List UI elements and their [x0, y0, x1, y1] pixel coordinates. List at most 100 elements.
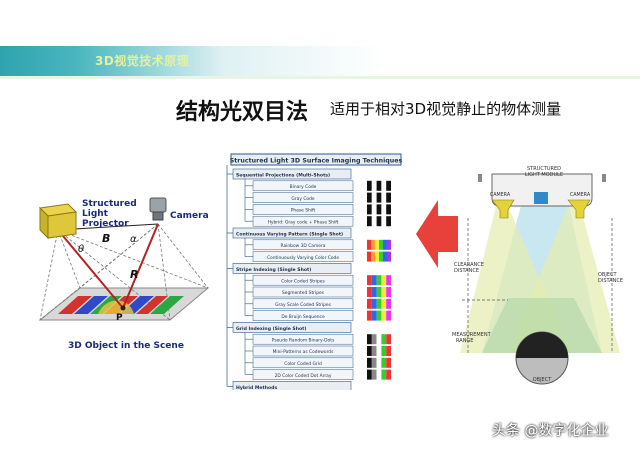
- pattern-thumbnail: [381, 216, 387, 227]
- tree-item-label: De Bruijn Sequence: [281, 314, 325, 320]
- tree-group-label: Stripe Indexing (Single Shot): [236, 267, 311, 273]
- projector-lens: [534, 192, 548, 204]
- pattern-thumbnail: [371, 204, 377, 215]
- tree-body: Sequential Projections (Multi-Shots) Bina…: [226, 165, 391, 390]
- tree-item-box: [252, 192, 354, 203]
- point-p: [120, 305, 126, 311]
- tree-group-box: [232, 227, 352, 239]
- pattern-thumbnail: [381, 346, 387, 356]
- measurement-label-1: MEASUREMENT: [452, 332, 492, 338]
- pattern-thumbnail: [376, 216, 382, 227]
- tree-item-box: [252, 286, 354, 298]
- projector-ray: [57, 229, 124, 309]
- pattern-thumbnail: [371, 334, 377, 345]
- pattern-thumbnail: [371, 275, 377, 286]
- pattern-thumbnail: [367, 310, 372, 321]
- pattern-thumbnail: [386, 180, 391, 191]
- tree-item-label: Binary Code: [290, 184, 317, 190]
- pattern-thumbnail: [383, 251, 387, 262]
- taxonomy-tree: Structured Light 3D Surface Imaging Tech…: [217, 152, 417, 390]
- object-label: OBJECT: [533, 377, 552, 383]
- camera-icon: [149, 197, 167, 221]
- pattern-thumbnail: [381, 310, 387, 321]
- pattern-thumbnail: [379, 251, 383, 262]
- measurement-label-2: RANGE: [456, 338, 473, 344]
- tree-item-box: [252, 345, 354, 357]
- b-label: B: [102, 232, 110, 245]
- tree-item-label: Gray Code: [291, 196, 314, 202]
- tree-group-label: Hybrid Methods: [236, 385, 277, 390]
- pattern-thumbnail: [371, 298, 377, 309]
- tree-item-label: 2D Color Coded Dot Array: [275, 373, 332, 379]
- pattern-thumbnail: [386, 298, 391, 309]
- tree-item-label: Hybrid: Gray code + Phase Shift: [268, 219, 339, 225]
- pattern-thumbnail: [375, 239, 379, 250]
- pattern-thumbnail: [367, 357, 372, 368]
- pattern-thumbnail: [367, 251, 371, 262]
- pattern-thumbnail: [376, 298, 382, 309]
- tree-item-box: [252, 215, 354, 227]
- pattern-thumbnail: [381, 275, 387, 286]
- tree-item-box: [252, 180, 354, 192]
- tree-item-label: Phase Shift: [291, 208, 316, 214]
- pattern-thumbnail: [387, 239, 391, 250]
- header-label: 3D视觉技术原理: [95, 54, 190, 68]
- pattern-thumbnail: [376, 310, 382, 321]
- tree-item-box: [252, 310, 354, 321]
- watermark: 头条 @数字化企业: [492, 423, 609, 439]
- pattern-thumbnail: [367, 180, 372, 191]
- pattern-thumbnail: [386, 334, 391, 345]
- tree-item-box: [252, 333, 354, 345]
- header-band: [0, 46, 640, 76]
- tree-group-label: Sequential Projections (Multi-Shots): [236, 172, 330, 178]
- object-distance-label-1: OBJECT: [598, 272, 617, 278]
- right-camera-icon: [567, 199, 591, 219]
- projector-label-3: Projector: [82, 219, 129, 229]
- pattern-thumbnail: [386, 287, 391, 297]
- pattern-thumbnail: [367, 216, 372, 227]
- pattern-thumbnail: [371, 216, 377, 227]
- pattern-thumbnail: [371, 369, 377, 380]
- camera-ray: [122, 223, 159, 309]
- pattern-thumbnail: [386, 310, 391, 321]
- pattern-thumbnail: [379, 239, 383, 250]
- clearance-label-2: DISTANCE: [454, 268, 479, 274]
- camera-label: Camera: [170, 211, 209, 221]
- tree-item-label: Rainbow 3D Camera: [281, 243, 326, 249]
- pattern-thumbnail: [386, 204, 391, 215]
- tree-item-box: [252, 357, 354, 369]
- tree-item-label: Segmented Stripes: [282, 290, 325, 296]
- pattern-thumbnail: [367, 192, 372, 203]
- tree-title-box: [230, 153, 402, 166]
- triangulation-diagram: Structured Light Projector Camera B R α …: [38, 197, 210, 351]
- pattern-thumbnail: [386, 369, 391, 380]
- pattern-thumbnail: [376, 192, 382, 203]
- p-label: P: [116, 313, 123, 323]
- tree-group-box: [232, 381, 352, 390]
- pattern-thumbnail: [376, 346, 382, 356]
- tree-group-box: [232, 168, 352, 180]
- pattern-thumbnail: [371, 287, 377, 297]
- pattern-thumbnail: [386, 275, 391, 286]
- object-distance-label-2: DISTANCE: [598, 278, 623, 284]
- object-shadow: [516, 332, 568, 358]
- pattern-thumbnail: [367, 369, 372, 380]
- pattern-thumbnail: [381, 369, 387, 380]
- clearance-label-1: CLEARANCE: [454, 262, 484, 268]
- stereo-setup-diagram: STRUCTURED LIGHT MODULE CAMERA CAMERA CL…: [452, 166, 623, 385]
- projector-label-1: Structured: [82, 199, 137, 209]
- pattern-thumbnail: [376, 275, 382, 286]
- pattern-thumbnail: [367, 334, 372, 345]
- pattern-thumbnail: [381, 204, 387, 215]
- tree-item-box: [252, 239, 354, 251]
- left-arrow-icon: [416, 200, 458, 268]
- page-title: 结构光双目法: [176, 100, 309, 125]
- pattern-thumbnail: [371, 310, 377, 321]
- pattern-thumbnail: [376, 357, 382, 368]
- pattern-thumbnail: [381, 298, 387, 309]
- theta-label: θ: [78, 244, 84, 255]
- projector-icon: [38, 203, 78, 240]
- pattern-thumbnail: [376, 369, 382, 380]
- header-stripe: [0, 76, 640, 79]
- pattern-thumbnail: [371, 357, 377, 368]
